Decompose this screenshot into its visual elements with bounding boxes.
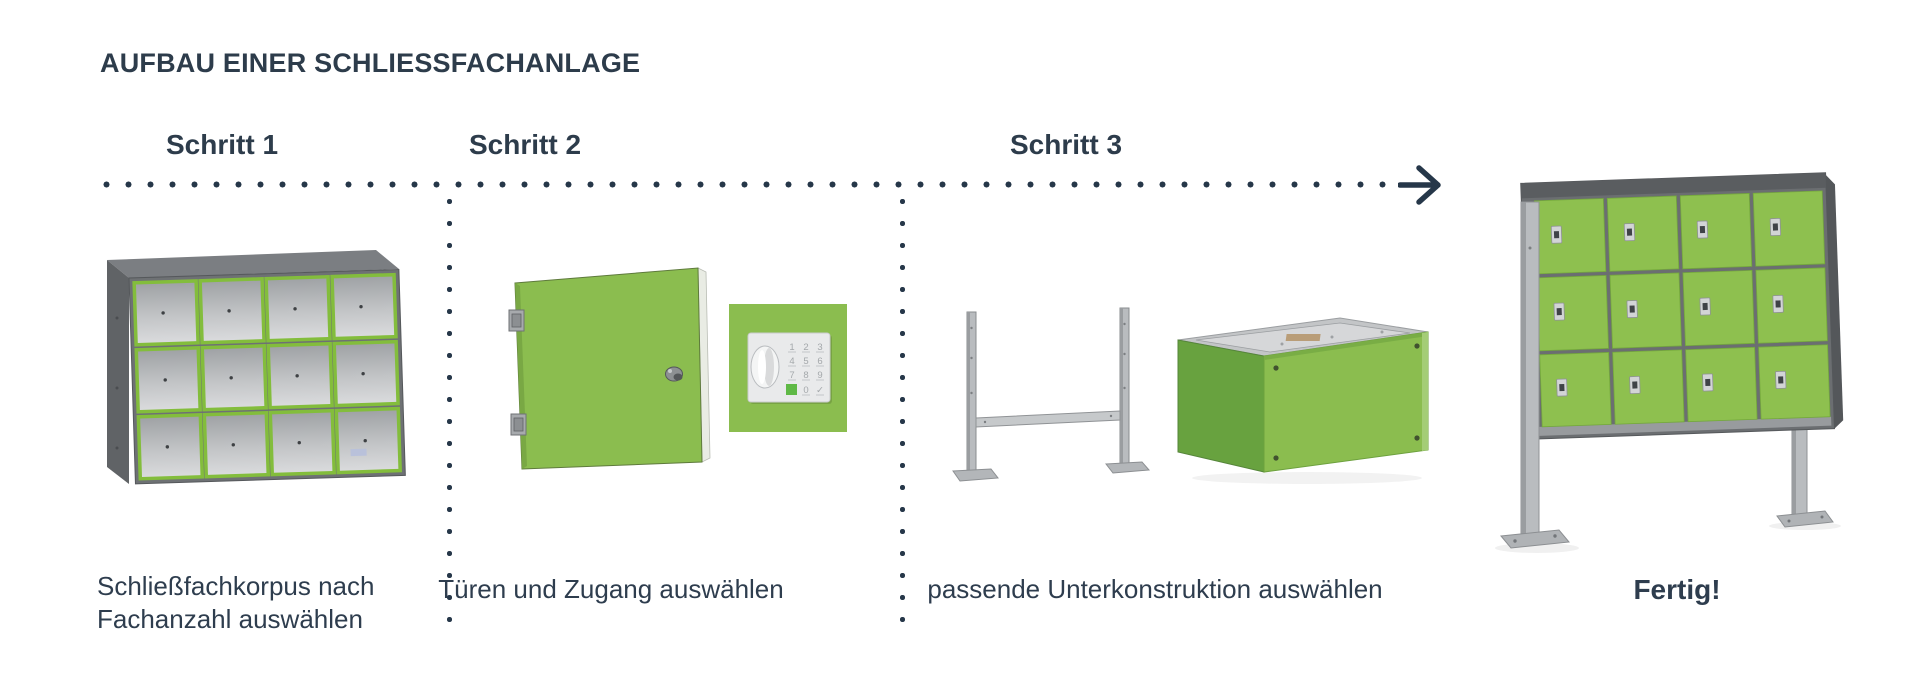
step-1-caption-line-2: Fachanzahl auswählen <box>97 604 363 634</box>
keypad-keys: 1 2 3 4 5 6 7 8 9 0 ✓ <box>786 342 824 396</box>
key-8: 8 <box>803 370 808 381</box>
key-1: 1 <box>789 342 794 353</box>
key-action-green <box>786 384 797 395</box>
key-7: 7 <box>789 370 794 381</box>
locker-corpus-illustration <box>107 250 406 485</box>
key-3: 3 <box>817 342 822 353</box>
arrow-right-icon <box>1398 165 1441 205</box>
key-confirm: ✓ <box>816 385 824 396</box>
step-1-caption: Schließfachkorpus nach Fachanzahl auswäh… <box>97 570 374 636</box>
timeline-dotted-line <box>103 181 1399 188</box>
key-5: 5 <box>803 356 808 367</box>
step-1-caption-line-1: Schließfachkorpus nach <box>97 571 375 601</box>
separator-step2-step3-icon <box>899 198 906 634</box>
step-2-caption: Türen und Zugang auswählen <box>438 574 784 604</box>
base-box-illustration <box>1177 317 1429 484</box>
lock-cylinder-icon <box>665 366 683 382</box>
page-title: AUFBAU EINER SCHLIESSFACHANLAGE <box>100 48 641 78</box>
rotary-knob-icon <box>750 345 780 389</box>
keypad-illustration: 1 2 3 4 5 6 7 8 9 0 ✓ <box>729 304 847 432</box>
step-2-label: Schritt 2 <box>468 129 582 160</box>
key-4: 4 <box>789 356 794 367</box>
door-lock-tiles <box>1550 217 1787 397</box>
separator-step1-step2-icon <box>446 198 453 634</box>
key-6: 6 <box>817 356 822 367</box>
step-3-label: Schritt 3 <box>1009 129 1123 160</box>
key-2: 2 <box>803 342 808 353</box>
step-1-label: Schritt 1 <box>165 129 279 160</box>
door-illustration <box>508 267 711 470</box>
finished-caption: Fertig! <box>1633 574 1721 605</box>
key-9: 9 <box>817 370 822 381</box>
underframe-illustration <box>952 307 1151 482</box>
step-3-caption: passende Unterkonstruktion auswählen <box>927 574 1383 604</box>
key-0: 0 <box>803 385 808 396</box>
finished-locker-illustration <box>1495 172 1844 553</box>
